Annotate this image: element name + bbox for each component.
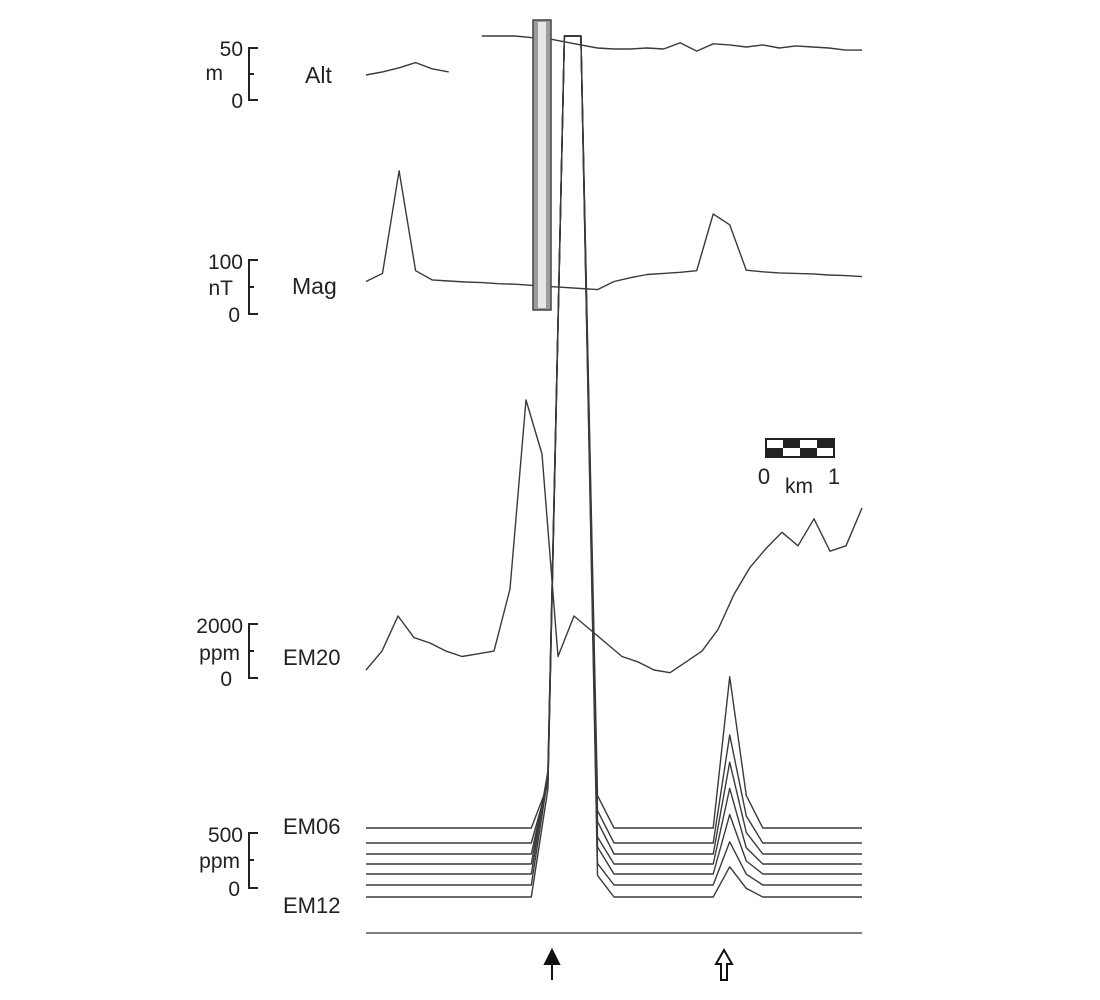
alt-tick-bottom: 0 <box>231 90 243 113</box>
alt-panel: 50 m 0 Alt <box>206 38 333 113</box>
em06-em12-trace-7 <box>366 35 862 898</box>
mag-trace-1 <box>365 170 863 291</box>
em-tick-bottom: 0 <box>228 878 240 901</box>
alt-tick-top: 50 <box>220 38 243 61</box>
open-arrow-marker <box>714 947 734 981</box>
em-tick-top: 500 <box>208 824 243 847</box>
alt-axis <box>248 47 258 101</box>
alt-panel-label: Alt <box>305 62 332 88</box>
em20-tick-bottom: 0 <box>220 668 232 691</box>
traces <box>365 35 863 898</box>
em12-label: EM12 <box>283 893 340 918</box>
scale-bar-segment <box>783 439 800 448</box>
em06-em12-trace-3 <box>366 35 862 855</box>
scale-bar-unit: km <box>785 475 813 498</box>
scale-bar: 0 1 km <box>758 438 840 498</box>
saturated-anomaly <box>532 19 552 311</box>
scale-bar-segment <box>817 439 834 448</box>
em-axis <box>248 832 258 889</box>
scale-bar-segment <box>800 448 817 457</box>
mag-unit: nT <box>208 277 233 300</box>
em-unit: ppm <box>199 850 240 873</box>
mag-panel-label: Mag <box>292 273 337 299</box>
mag-panel: 100 nT 0 Mag <box>208 251 337 327</box>
scale-bar-start-label: 0 <box>758 464 770 489</box>
mag-tick-bottom: 0 <box>228 304 240 327</box>
em20-unit: ppm <box>199 642 240 665</box>
em06-label: EM06 <box>283 814 340 839</box>
solid-arrow-marker <box>543 947 561 980</box>
em20-trace-1 <box>365 399 863 674</box>
em20-axis <box>248 623 258 679</box>
anomaly-markers <box>543 947 734 981</box>
em06-em12-trace-4 <box>366 35 862 865</box>
mag-tick-top: 100 <box>208 251 243 274</box>
em06-em12-trace-2 <box>366 35 862 844</box>
alt-trace-1 <box>365 35 862 76</box>
em06-em12-trace-1 <box>366 35 862 829</box>
em06-em12-trace-6 <box>366 35 862 886</box>
saturated-column-inner <box>538 22 546 308</box>
alt-unit: m <box>206 62 224 85</box>
em20-panel-label: EM20 <box>283 645 340 670</box>
em20-panel: 2000 ppm 0 EM20 <box>196 615 340 691</box>
mag-axis <box>248 259 258 315</box>
scale-bar-end-label: 1 <box>828 464 840 489</box>
em06-em12-trace-5 <box>366 35 862 875</box>
scale-bar-segment <box>766 448 783 457</box>
em-multichannel-panel: 500 ppm 0 EM06 EM12 <box>199 814 340 918</box>
em20-tick-top: 2000 <box>196 615 243 638</box>
